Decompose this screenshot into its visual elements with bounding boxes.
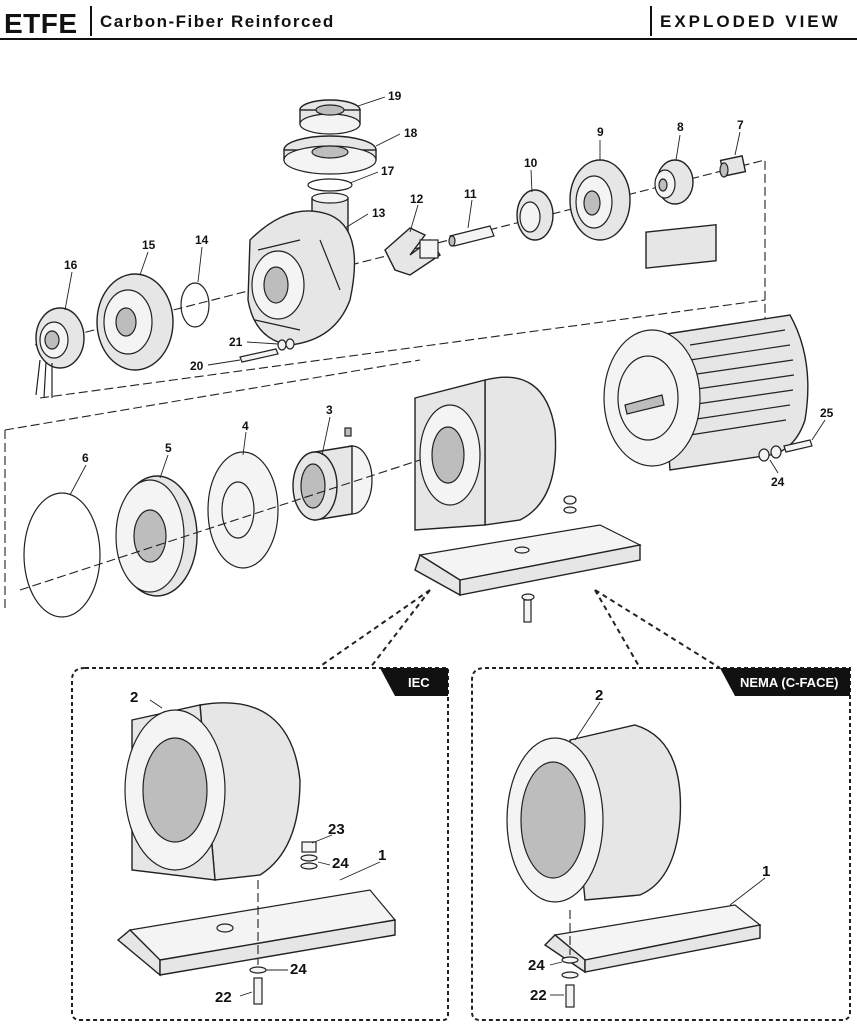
callout-11: 11 — [464, 187, 477, 201]
part-17-oring — [307, 178, 353, 192]
header-separator — [90, 6, 92, 36]
part-11-shaft — [448, 225, 495, 247]
part-14-oring — [180, 282, 210, 328]
callout-15: 15 — [142, 238, 156, 252]
callout-24: 24 — [771, 475, 785, 489]
nema-callout-2: 2 — [595, 687, 603, 704]
iec-callout-24b: 24 — [290, 961, 307, 978]
page-header: ETFE Carbon-Fiber Reinforced EXPLODED VI… — [0, 0, 857, 46]
iec-part-24-washer — [300, 854, 318, 870]
callout-20: 20 — [190, 359, 204, 373]
callout-8: 8 — [677, 120, 684, 134]
callout-25: 25 — [820, 406, 834, 420]
part-20-bolt — [239, 348, 279, 363]
motor — [603, 223, 809, 471]
iec-leader-line — [321, 589, 431, 669]
part-4-disc — [207, 451, 279, 569]
part-6-oring — [23, 492, 101, 618]
iec-bracket — [116, 702, 397, 977]
nema-leader-line — [594, 589, 721, 669]
iec-part-23-nut — [301, 841, 317, 853]
bracket-adapter — [414, 376, 642, 597]
part-3-bearing-housing — [292, 427, 373, 521]
iec-panel-frame — [71, 667, 449, 1021]
callouts-iec: 2 23 24 1 24 22 — [130, 689, 386, 1006]
callouts-nema: 2 1 24 22 — [528, 687, 770, 1004]
callouts-main: 19 18 17 13 12 11 10 9 8 7 14 15 16 21 2… — [64, 89, 834, 489]
iec-callout-2: 2 — [130, 689, 138, 706]
callout-7: 7 — [737, 118, 744, 132]
header-rule — [0, 38, 857, 40]
assembly-axis-line — [39, 299, 766, 399]
nema-callout-24: 24 — [528, 957, 545, 974]
part-9-rear-casing — [569, 159, 631, 241]
lower-axis-line-2 — [19, 459, 421, 591]
iec-tag — [380, 668, 448, 696]
lower-axis-line — [4, 359, 421, 431]
iec-bottom-bolt — [249, 966, 267, 1005]
header-separator — [650, 6, 652, 36]
bracket-bolt — [521, 495, 577, 623]
callout-14: 14 — [195, 233, 209, 247]
part-19-nut — [299, 99, 361, 135]
part-7-bushing — [719, 155, 747, 178]
part-25-bolt — [783, 439, 813, 453]
iec-callout-1: 1 — [378, 847, 386, 864]
nema-bracket — [506, 724, 762, 974]
part-15-front-cover — [96, 273, 174, 371]
part-12-impeller — [384, 227, 441, 276]
callout-18: 18 — [404, 126, 418, 140]
iec-callout-23: 23 — [328, 821, 345, 838]
callout-5: 5 — [165, 441, 172, 455]
part-13-casing — [247, 192, 356, 346]
callout-13: 13 — [372, 206, 386, 220]
nema-callout-22: 22 — [530, 987, 547, 1004]
callout-17: 17 — [381, 164, 395, 178]
part-24-washers — [758, 445, 782, 462]
callout-16: 16 — [64, 258, 78, 272]
part-10-thrust-ring — [516, 189, 554, 241]
nema-tag-label: NEMA (C-FACE) — [740, 675, 838, 690]
part-16-front-nut — [35, 307, 85, 399]
part-21-washer — [277, 338, 295, 351]
leader-lines — [64, 96, 826, 997]
iec-callout-24: 24 — [332, 855, 349, 872]
nema-callout-1: 1 — [762, 863, 770, 880]
callout-9: 9 — [597, 125, 604, 139]
nema-tag — [720, 668, 850, 696]
callout-3: 3 — [326, 403, 333, 417]
model-name: ETFE — [4, 8, 78, 39]
nema-bottom-bolt — [561, 956, 579, 1008]
callout-6: 6 — [82, 451, 89, 465]
model-subtitle: Carbon-Fiber Reinforced — [100, 12, 335, 31]
part-18-flange — [283, 135, 377, 175]
iec-callout-22: 22 — [215, 989, 232, 1006]
callout-19: 19 — [388, 89, 402, 103]
callout-4: 4 — [242, 419, 249, 433]
nema-panel-frame — [471, 667, 851, 1021]
callout-21: 21 — [229, 335, 243, 349]
part-5-cover — [115, 475, 198, 597]
part-8-magnet — [654, 159, 694, 205]
callout-10: 10 — [524, 156, 538, 170]
callout-12: 12 — [410, 192, 424, 206]
view-title: EXPLODED VIEW — [660, 12, 841, 31]
iec-tag-label: IEC — [408, 675, 430, 690]
